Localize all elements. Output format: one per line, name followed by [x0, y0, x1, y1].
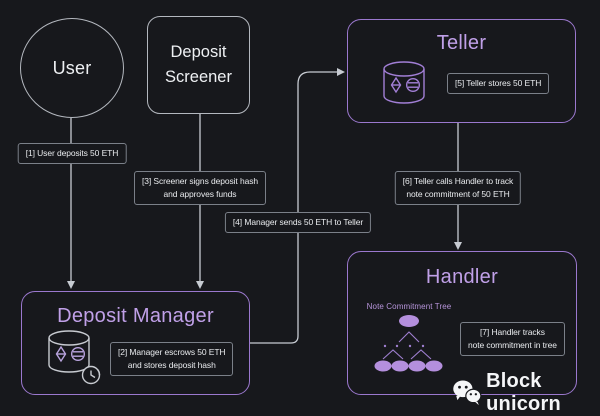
step6-label-chip: [6] Teller calls Handler to track note c…	[394, 171, 522, 205]
tree-leaf-node	[374, 360, 392, 372]
manager-note-line1: [2] Manager escrows 50 ETH	[118, 347, 226, 357]
note-commitment-tree-label: Note Commitment Tree	[366, 302, 452, 311]
manager-note-chip: [2] Manager escrows 50 ETH and stores de…	[110, 342, 234, 376]
pending-clock-badge	[81, 365, 101, 385]
handler-note-line1: [7] Handler tracks	[480, 327, 545, 337]
teller-note-text: [5] Teller stores 50 ETH	[455, 78, 542, 88]
tree-branch-top	[398, 331, 420, 343]
edge-manager-to-teller	[250, 71, 337, 344]
deposit-screener-label: Deposit Screener	[165, 43, 232, 86]
teller-note-chip: [5] Teller stores 50 ETH	[447, 73, 550, 94]
arrowhead-into-manager-right	[196, 281, 204, 289]
merkle-tree-icon	[374, 315, 443, 372]
arrowhead-into-teller	[337, 68, 345, 76]
watermark-brand-text: Block unicorn	[486, 370, 561, 415]
handler-note-line2: note commitment in tree	[468, 339, 557, 350]
handler-title: Handler	[425, 266, 499, 288]
wechat-icon	[453, 380, 482, 406]
deposit-manager-title: Deposit Manager	[57, 305, 214, 327]
database-eth-icon	[383, 61, 425, 104]
tree-leaf-node	[391, 360, 409, 372]
node-deposit-manager: Deposit Manager [2] Manager escrows 50 E…	[21, 291, 250, 395]
tree-root-node	[399, 315, 419, 327]
step3-label-line2: and approves funds	[163, 188, 237, 199]
node-user: User	[20, 18, 124, 118]
database-eth-pending-icon	[48, 330, 101, 385]
user-label: User	[52, 57, 92, 78]
step4-label-text: [4] Manager sends 50 ETH to Teller	[232, 217, 364, 227]
node-teller: Teller [5] Teller stores 50 ETH	[347, 19, 576, 123]
tree-leaf-nodes	[374, 360, 443, 372]
node-handler: Handler Note Commitment Tree	[347, 251, 577, 395]
step3-label-chip: [3] Screener signs deposit hash and appr…	[134, 171, 266, 205]
handler-note-chip: [7] Handler tracks note commitment in tr…	[460, 322, 565, 356]
step6-label-line1: [6] Teller calls Handler to track	[402, 176, 514, 186]
tree-branch-right	[410, 349, 432, 360]
step1-label-chip: [1] User deposits 50 ETH	[17, 143, 127, 164]
step4-label-chip: [4] Manager sends 50 ETH to Teller	[224, 212, 372, 233]
arrowhead-into-handler	[454, 242, 462, 250]
step6-label-line2: note commitment of 50 ETH	[406, 188, 510, 199]
manager-note-line2: and stores deposit hash	[127, 359, 216, 370]
watermark: Block unicorn	[452, 370, 600, 416]
tree-ellipsis-dots	[383, 344, 425, 348]
tree-branch-left	[382, 349, 404, 360]
teller-title: Teller	[436, 32, 487, 54]
step3-label-line1: [3] Screener signs deposit hash	[142, 176, 258, 186]
arrowhead-into-manager-left	[67, 281, 75, 289]
node-deposit-screener: Deposit Screener	[147, 16, 250, 114]
tree-leaf-node	[408, 360, 426, 372]
step1-label-text: [1] User deposits 50 ETH	[25, 148, 119, 158]
tree-leaf-node	[425, 360, 443, 372]
